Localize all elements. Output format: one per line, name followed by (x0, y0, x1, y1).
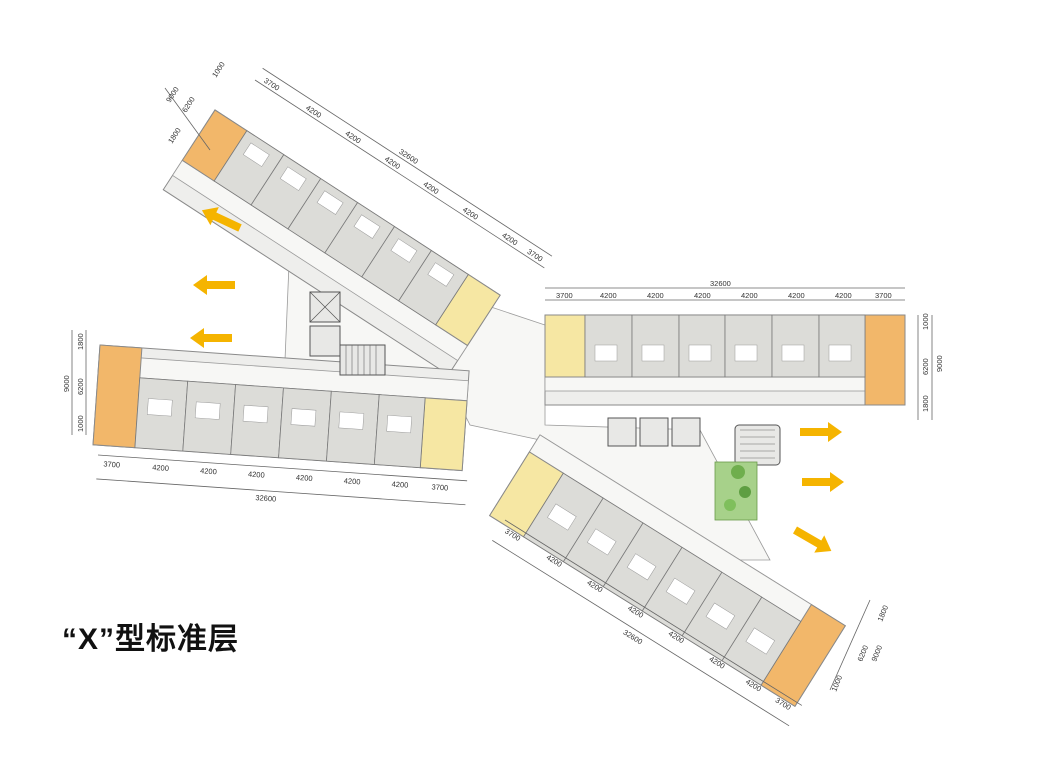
svg-text:6200: 6200 (921, 358, 930, 375)
svg-text:9000: 9000 (164, 85, 181, 104)
wing-lower-right (488, 434, 846, 708)
end-unit (92, 344, 143, 449)
svg-text:1800: 1800 (921, 395, 930, 412)
svg-text:4200: 4200 (343, 476, 360, 486)
svg-text:1800: 1800 (876, 604, 891, 623)
end-unit (864, 314, 906, 406)
wing-upper-left (162, 109, 501, 376)
svg-text:1000: 1000 (830, 674, 845, 693)
svg-text:4200: 4200 (741, 291, 758, 300)
elevator-icon (607, 417, 637, 447)
svg-text:9000: 9000 (870, 644, 885, 663)
svg-text:4200: 4200 (296, 473, 313, 483)
arrow-icon (201, 207, 242, 232)
courtyard-tree-icon (731, 465, 745, 479)
staircase-icon (734, 424, 781, 466)
svg-text:4200: 4200 (694, 291, 711, 300)
svg-text:32600: 32600 (255, 493, 276, 503)
dim-right-side: 1000 6200 1800 9000 (917, 313, 944, 420)
courtyard-tree-icon (724, 499, 736, 511)
elevator-icon (671, 417, 701, 447)
svg-text:4200: 4200 (152, 463, 169, 473)
arrow-icon (193, 275, 235, 295)
svg-text:9000: 9000 (62, 375, 71, 392)
svg-text:1000: 1000 (210, 60, 227, 79)
svg-text:1800: 1800 (76, 333, 85, 350)
end-unit (544, 314, 586, 378)
core-right (607, 417, 781, 466)
svg-text:6200: 6200 (180, 95, 197, 114)
arrow-icon (800, 422, 842, 442)
wing-right (544, 314, 906, 406)
svg-text:32600: 32600 (710, 279, 731, 288)
svg-text:4200: 4200 (788, 291, 805, 300)
arrow-icon (793, 526, 832, 553)
svg-text:1000: 1000 (921, 313, 930, 330)
svg-text:32600: 32600 (622, 628, 644, 647)
svg-text:4200: 4200 (248, 470, 265, 480)
dim-lower-right-side: 1800 6200 9000 1000 (830, 599, 891, 693)
end-unit (419, 397, 468, 472)
plan-caption: “X”型标准层 (62, 623, 240, 656)
svg-text:3700: 3700 (556, 291, 573, 300)
svg-text:1800: 1800 (166, 126, 183, 145)
svg-text:4200: 4200 (200, 466, 217, 476)
svg-text:4200: 4200 (600, 291, 617, 300)
svg-text:6200: 6200 (856, 644, 871, 663)
svg-text:3700: 3700 (875, 291, 892, 300)
dim-left-side: 9000 1800 6200 1000 (62, 330, 87, 435)
svg-text:4200: 4200 (647, 291, 664, 300)
svg-text:3700: 3700 (103, 459, 120, 469)
elevator-icon (309, 325, 341, 357)
svg-text:3700: 3700 (431, 482, 448, 492)
core-left (309, 291, 386, 376)
svg-text:4200: 4200 (835, 291, 852, 300)
wing-left (92, 344, 470, 472)
arrows (190, 207, 844, 553)
staircase-icon (339, 344, 386, 376)
courtyard-tree-icon (739, 486, 751, 498)
dim-left-bottom: 3700 4200 4200 4200 4200 4200 4200 3700 … (96, 454, 468, 506)
courtyard (714, 461, 758, 521)
arrow-icon (802, 472, 844, 492)
svg-text:4200: 4200 (391, 480, 408, 490)
svg-text:9000: 9000 (935, 355, 944, 372)
svg-text:1000: 1000 (76, 415, 85, 432)
svg-text:6200: 6200 (76, 378, 85, 395)
dim-right-top: 32600 3700 4200 4200 4200 4200 4200 4200… (545, 279, 905, 301)
arrow-icon (190, 328, 232, 348)
elevator-icon (639, 417, 669, 447)
